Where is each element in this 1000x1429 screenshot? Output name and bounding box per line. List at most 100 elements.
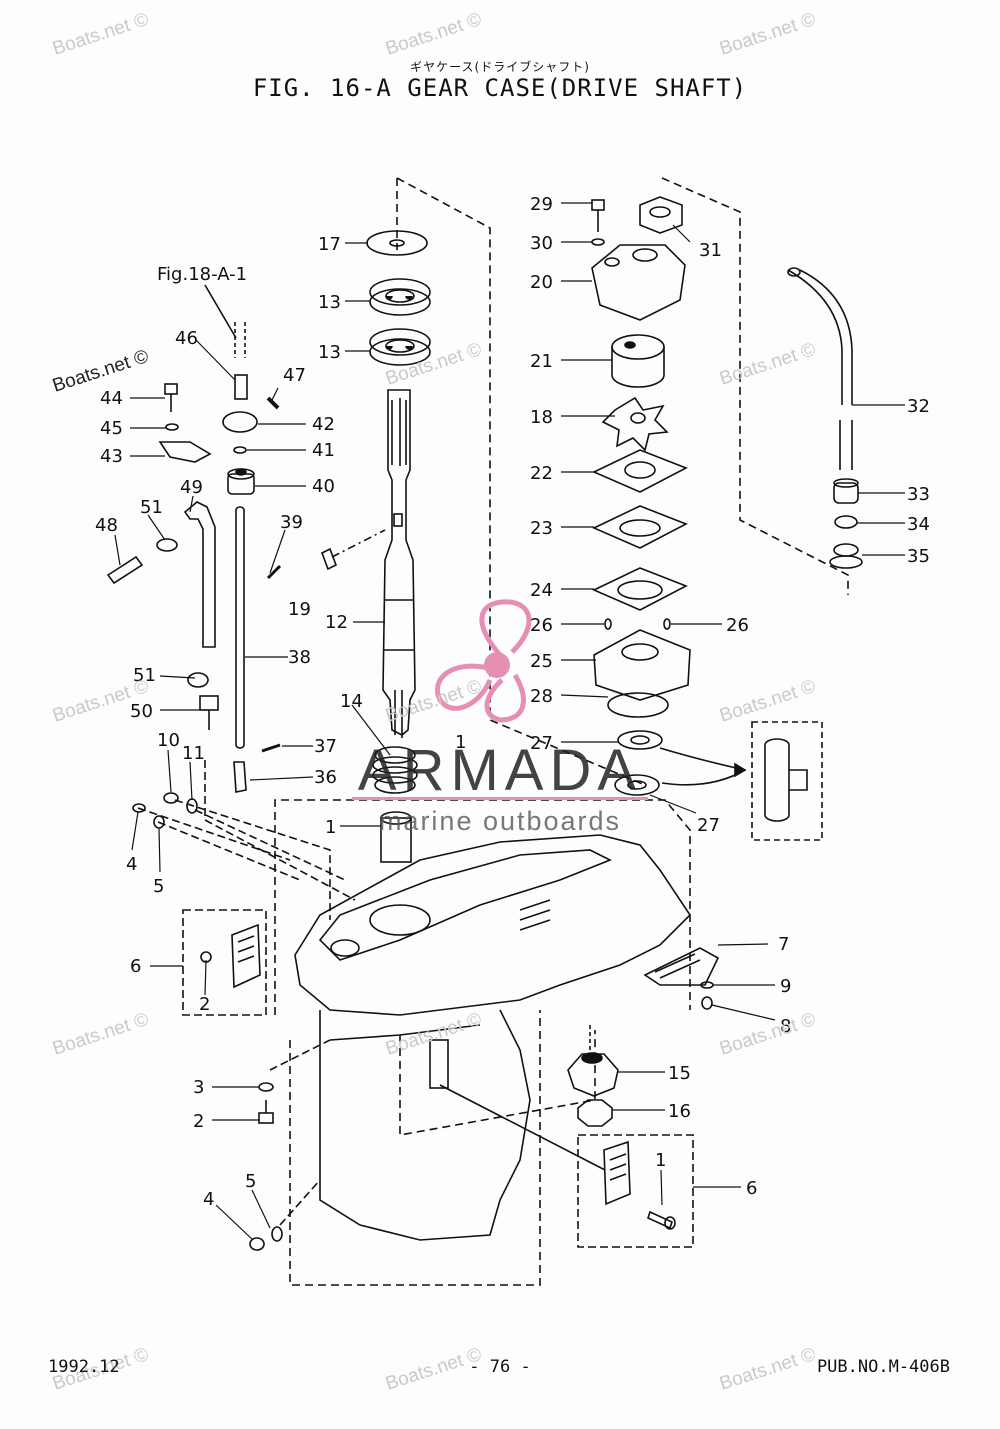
- pin-39: [266, 564, 282, 580]
- footer-page-number: - 76 -: [469, 1357, 531, 1377]
- callout-39: 39: [280, 512, 303, 533]
- callout-1-box: 1: [655, 1150, 666, 1171]
- callout-48: 48: [95, 515, 118, 536]
- pump-dashed-bracket: [661, 177, 849, 595]
- case-dashed-outline: [274, 799, 691, 1286]
- washer-45: [165, 423, 179, 431]
- watermark: Boats.net ©: [383, 676, 484, 727]
- armada-logo: ARMADA marine outboards: [352, 599, 648, 836]
- callout-34: 34: [907, 514, 930, 535]
- drive-shaft-12: [382, 389, 416, 738]
- logo-name: ARMADA: [358, 738, 642, 803]
- gear-case-housing: [294, 834, 692, 1241]
- impeller-18: [601, 396, 669, 452]
- grommet-33: [833, 478, 859, 504]
- callout-42: 42: [312, 414, 335, 435]
- washer-30: [591, 238, 605, 246]
- callout-1-upper: 1: [455, 732, 466, 753]
- insert-21: [611, 334, 665, 388]
- grille-6-right: [603, 1140, 631, 1206]
- pin-47: [266, 396, 280, 410]
- callout-9: 9: [780, 976, 791, 997]
- callout-8: 8: [780, 1016, 791, 1037]
- pump-housing-20: [591, 244, 686, 321]
- footer-publication-number: PUB.NO.M-406B: [816, 1357, 950, 1377]
- clamp-43: [158, 441, 212, 463]
- internal-dashed-guide: [399, 1030, 596, 1136]
- detail-arrow: [659, 747, 746, 786]
- watermark: Boats.net ©: [50, 9, 151, 60]
- callout-49: 49: [180, 477, 203, 498]
- leader-4-5: [279, 1179, 321, 1226]
- callout-15: 15: [668, 1063, 691, 1084]
- callout-6-left: 6: [130, 956, 141, 977]
- callout-46: 46: [175, 328, 198, 349]
- washer-5-lower: [271, 1226, 283, 1242]
- callout-22: 22: [530, 463, 553, 484]
- watermark: Boats.net ©: [717, 9, 818, 60]
- dowel-26-right: [663, 618, 671, 630]
- grommet-40: [227, 468, 255, 495]
- watermark: Boats.net ©: [383, 9, 484, 60]
- callout-27-lower: 27: [697, 815, 720, 836]
- callout-24: 24: [530, 580, 553, 601]
- connector-36: [233, 761, 247, 793]
- bearing-13-lower: [369, 328, 431, 366]
- pin-37: [261, 743, 281, 753]
- callout-11: 11: [182, 743, 205, 764]
- footer-date: 1992.12: [48, 1357, 120, 1377]
- bushing-1: [380, 811, 412, 863]
- watermark: Boats.net ©: [50, 1009, 151, 1060]
- gasket-22: [592, 449, 688, 493]
- callout-27-upper: 27: [530, 733, 553, 754]
- callout-6-right: 6: [746, 1178, 757, 1199]
- pipe-fragment: [234, 322, 248, 400]
- nut-4-lower: [249, 1237, 265, 1251]
- box-6-left: [182, 909, 267, 1016]
- figure-title: FIG. 16-A GEAR CASE(DRIVE SHAFT): [252, 74, 748, 102]
- callout-32: 32: [907, 396, 930, 417]
- bolt-44: [164, 383, 178, 412]
- callout-51-lower: 51: [133, 665, 156, 686]
- callout-5-upper: 5: [153, 876, 164, 897]
- leader-lines-left: [137, 760, 356, 920]
- callout-7: 7: [778, 934, 789, 955]
- callout-51-upper: 51: [140, 497, 163, 518]
- callout-47: 47: [283, 365, 306, 386]
- callout-45: 45: [100, 418, 123, 439]
- callout-33: 33: [907, 484, 930, 505]
- callout-23: 23: [530, 518, 553, 539]
- fig-ref-leader: [204, 284, 237, 339]
- callout-19: 19: [288, 599, 311, 620]
- callout-26-right: 26: [726, 615, 749, 636]
- grommet-35: [829, 543, 863, 569]
- grille-6-left: [231, 923, 261, 989]
- callout-28: 28: [530, 686, 553, 707]
- callout-10: 10: [157, 730, 180, 751]
- plate-7: [643, 947, 720, 986]
- callout-30: 30: [530, 233, 553, 254]
- washer-3: [258, 1082, 274, 1092]
- detail-arrowhead: [734, 762, 747, 778]
- ring-34: [834, 515, 858, 529]
- callout-26-left: 26: [530, 615, 553, 636]
- sleeve-14: [372, 746, 418, 794]
- key-19-leader: [331, 529, 386, 558]
- callout-4-lower: 4: [203, 1189, 214, 1210]
- seal-27-lower: [614, 774, 660, 796]
- callout-17: 17: [318, 234, 341, 255]
- leader-grille-right: [439, 1084, 606, 1171]
- seal-27-upper: [617, 730, 663, 750]
- logo-tagline: marine outboards: [379, 806, 621, 836]
- box-6-right: [577, 1134, 694, 1248]
- watermark: Boats.net ©: [717, 676, 818, 727]
- callout-18: 18: [530, 407, 553, 428]
- plate-23: [592, 505, 688, 549]
- logo-underline: [352, 797, 648, 800]
- leader-3-2: [269, 1039, 331, 1071]
- callout-37: 37: [314, 736, 337, 757]
- key-19: [320, 547, 338, 571]
- callout-1-shaft: 1: [325, 817, 336, 838]
- gasket-24: [592, 567, 688, 611]
